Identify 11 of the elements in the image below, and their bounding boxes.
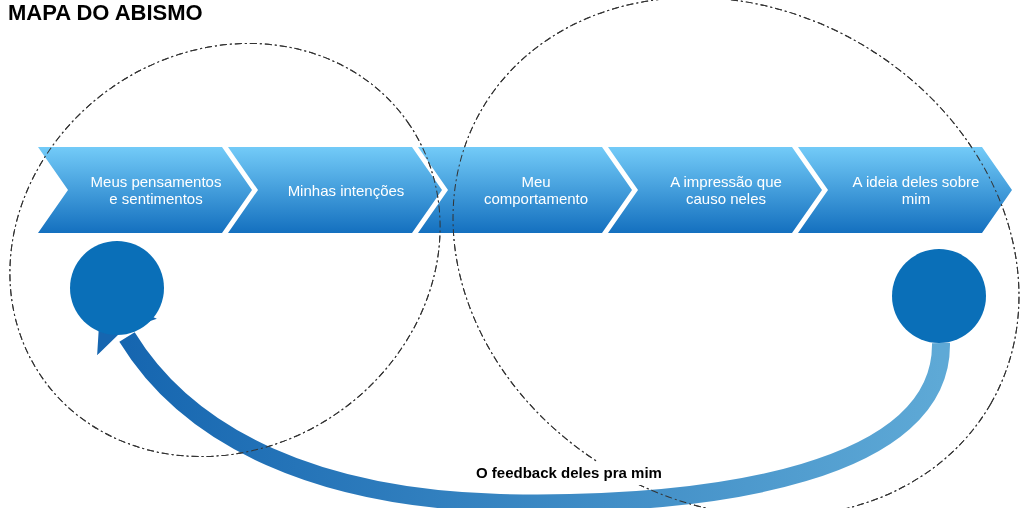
title: MAPA DO ABISMO (8, 0, 203, 26)
chevron-step (38, 147, 252, 233)
chevron-step (608, 147, 822, 233)
step-label: Minhas intenções (287, 181, 405, 199)
chevron-step (418, 147, 632, 233)
chevron-step (798, 147, 1012, 233)
step-label: A impressão que causo neles (669, 173, 783, 207)
chevron-step (228, 147, 442, 233)
step-label: A ideia deles sobre mim (851, 173, 981, 207)
step-label: Meu comportamento (482, 173, 590, 207)
step-label: Meus pensamentos e sentimentos (90, 173, 222, 207)
